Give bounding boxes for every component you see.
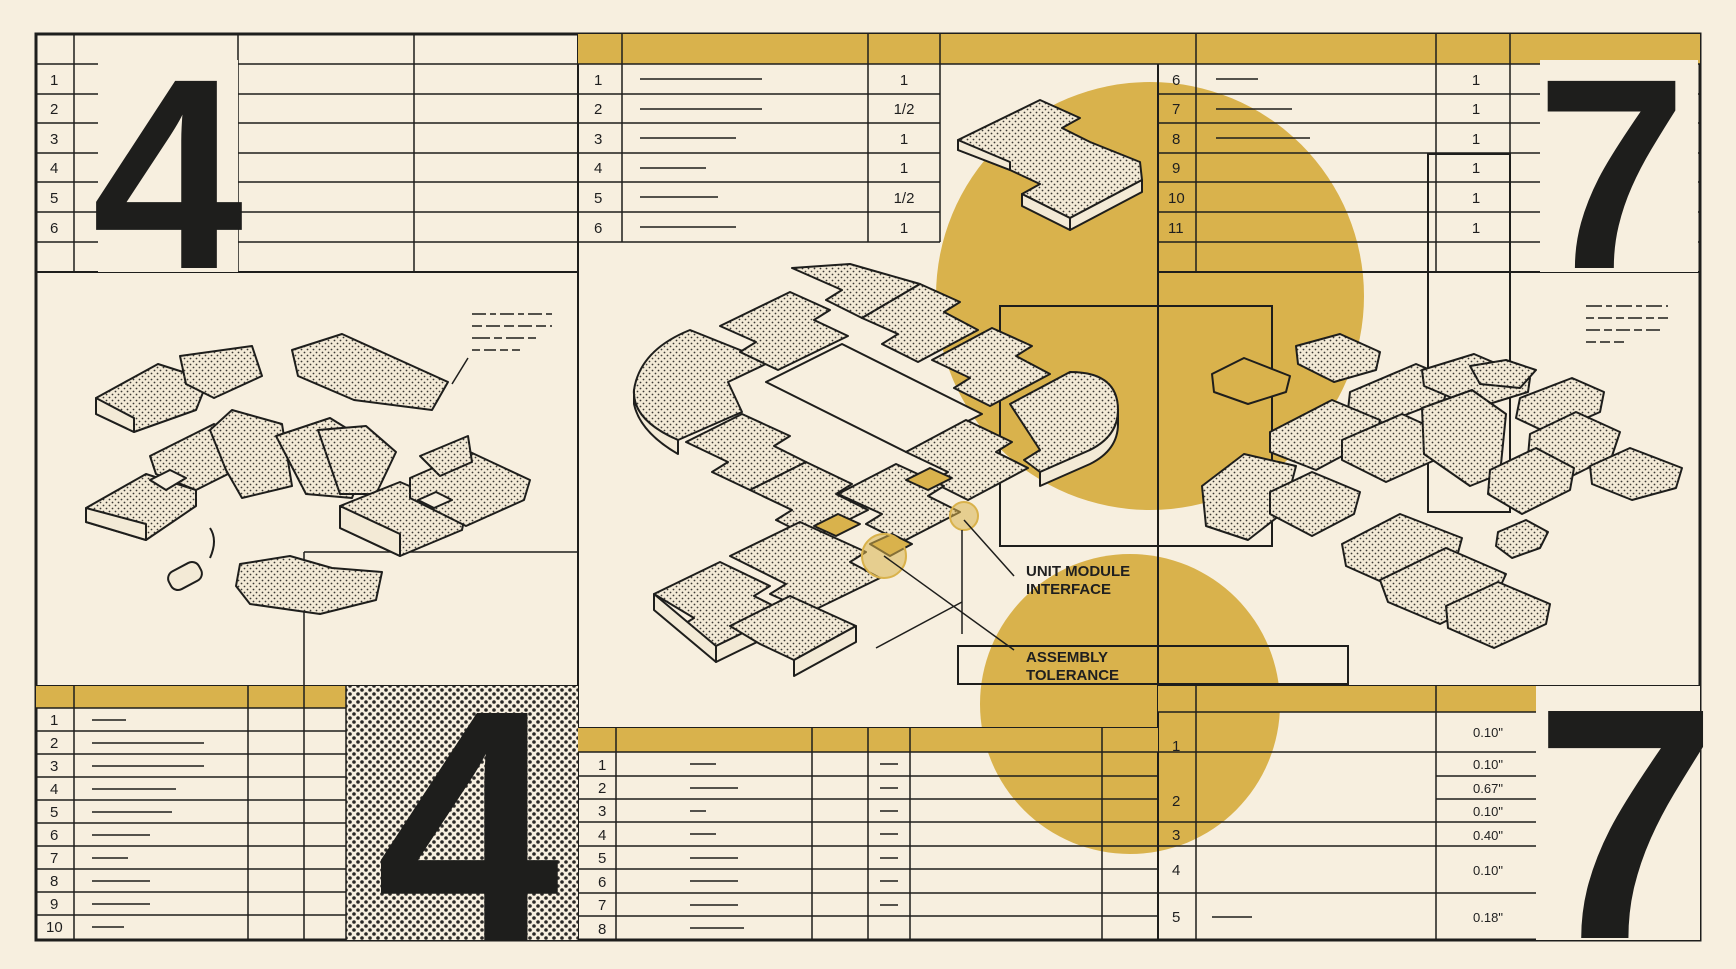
row-num: 6 [598, 874, 606, 891]
row-num: 11 [1168, 220, 1184, 237]
row-num: 3 [594, 131, 602, 148]
group-num: 5 [1172, 909, 1180, 926]
annotation-lines-left [451, 313, 552, 385]
row-num: 3 [50, 758, 58, 775]
row-num: 8 [50, 873, 58, 890]
row-num: 9 [50, 896, 58, 913]
row-num: 6 [594, 220, 602, 237]
callout-unit-module-2: INTERFACE [1026, 581, 1111, 598]
group-num: 3 [1172, 827, 1180, 844]
row-num: 4 [50, 781, 58, 798]
annotation-lines-right [1586, 305, 1668, 343]
row-value: 1 [1472, 220, 1480, 237]
group-num: 4 [1172, 862, 1180, 879]
halftone-panel [346, 686, 578, 940]
row-value: 1 [1472, 160, 1480, 177]
row-num: 3 [50, 131, 58, 148]
row-num: 3 [598, 803, 606, 820]
row-num: 1 [50, 72, 58, 89]
numeral-four-bottom: 4 [376, 641, 562, 969]
row-num: 8 [1172, 131, 1180, 148]
callout-tolerance-2: TOLERANCE [1026, 667, 1119, 684]
row-num: 9 [1172, 160, 1180, 177]
row-value: 1/2 [894, 190, 915, 207]
row-num: 4 [598, 827, 606, 844]
row-num: 6 [1172, 72, 1180, 89]
row-num: 7 [1172, 101, 1180, 118]
tolerance-value: 0.10" [1473, 725, 1503, 740]
tile-cluster-broken-icon [85, 333, 531, 615]
row-value: 1 [900, 72, 908, 89]
table-bottom-right: 1 2 3 4 5 0.10" 0.10" 0.67" 0.10" 0.40" … [1158, 639, 1718, 969]
overlay-frames [999, 153, 1511, 547]
row-num: 5 [50, 190, 58, 207]
row-num: 10 [1168, 190, 1185, 207]
row-value: 1 [900, 160, 908, 177]
row-num: 1 [50, 712, 58, 729]
row-value: 1/2 [894, 101, 915, 118]
row-num: 5 [50, 804, 58, 821]
tile-cluster-scattered-icon [1201, 333, 1683, 649]
table-header-bar [36, 686, 346, 708]
row-num: 2 [598, 780, 606, 797]
tolerance-value: 0.10" [1473, 757, 1503, 772]
callout-tolerance: ASSEMBLY [1026, 649, 1108, 666]
table-top-left: 1 2 3 4 5 6 4 [36, 22, 578, 326]
group-num: 1 [1172, 738, 1180, 755]
row-num: 6 [50, 827, 58, 844]
gold-circle-lower [980, 554, 1280, 854]
tolerance-value: 0.10" [1473, 804, 1503, 819]
callout-unit-module: UNIT MODULE [1026, 563, 1130, 580]
row-value: 1 [1472, 190, 1480, 207]
table-header-bar [1158, 686, 1536, 712]
callout-leaders [875, 519, 1015, 651]
numeral-four-top: 4 [92, 22, 245, 326]
row-num: 2 [50, 735, 58, 752]
row-value: 1 [900, 131, 908, 148]
tolerance-value: 0.67" [1473, 781, 1503, 796]
row-num: 2 [594, 101, 602, 118]
row-value: 1 [900, 220, 908, 237]
row-num: 6 [50, 220, 58, 237]
row-value: 1 [1472, 131, 1480, 148]
tolerance-value: 0.18" [1473, 910, 1503, 925]
single-tile-icon [957, 99, 1143, 231]
row-value: 1 [1472, 72, 1480, 89]
tolerance-value: 0.10" [1473, 863, 1503, 878]
row-num: 10 [46, 919, 63, 936]
row-num: 2 [50, 101, 58, 118]
row-num: 7 [598, 897, 606, 914]
tile-ring-assembly-icon [632, 99, 1143, 677]
group-num: 2 [1172, 793, 1180, 810]
row-num: 8 [598, 921, 606, 938]
row-num: 5 [594, 190, 602, 207]
row-num: 4 [594, 160, 602, 177]
row-num: 1 [598, 757, 606, 774]
table-bottom-left: 1 2 3 4 5 6 7 8 9 10 4 [36, 551, 578, 969]
table-bottom-mid: 1 2 3 4 5 6 7 8 [578, 728, 1158, 940]
row-value: 1 [1472, 101, 1480, 118]
row-num: 5 [598, 850, 606, 867]
numeral-seven-bottom: 7 [1534, 639, 1718, 969]
row-num: 4 [50, 160, 58, 177]
tolerance-box [957, 645, 1349, 685]
table-header-bar [1158, 34, 1700, 64]
numeral-seven-top: 7 [1536, 22, 1687, 326]
table-top-mid: 1 2 3 4 5 6 1 1/2 1 1 1/2 1 [578, 34, 1158, 243]
table-top-right: 6 7 8 9 10 11 1 1 1 1 1 1 7 [1158, 22, 1700, 326]
row-num: 1 [594, 72, 602, 89]
row-num: 7 [50, 850, 58, 867]
tolerance-value: 0.40" [1473, 828, 1503, 843]
